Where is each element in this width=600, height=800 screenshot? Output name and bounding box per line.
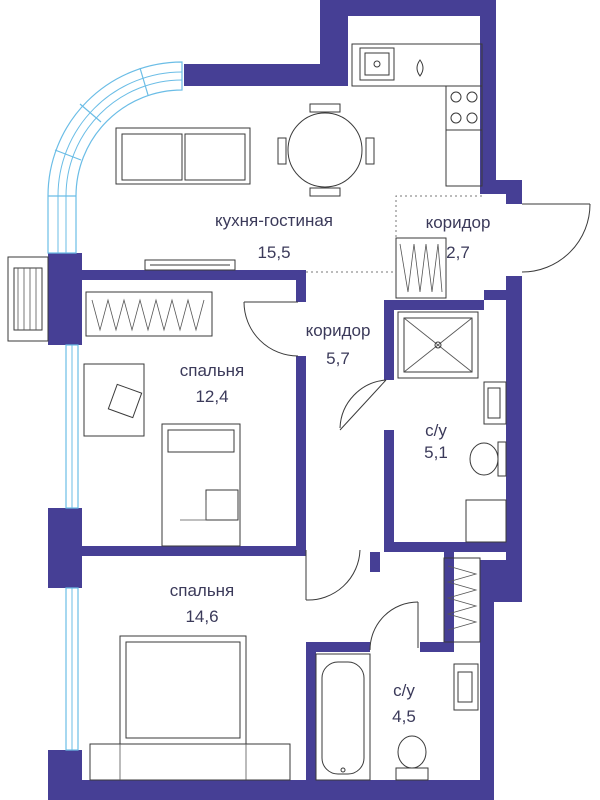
room-name: с/у bbox=[393, 681, 415, 700]
room-label-corridor-top: коридор 2,7 bbox=[426, 213, 491, 262]
doors bbox=[243, 203, 591, 651]
room-name: коридор bbox=[306, 321, 371, 340]
room-area: 14,6 bbox=[185, 607, 218, 626]
curved-window bbox=[47, 61, 183, 254]
room-area: 5,1 bbox=[424, 443, 448, 462]
kitchen-counter bbox=[351, 43, 483, 187]
room-label-bedroom-1: спальня 12,4 bbox=[180, 361, 245, 406]
room-label-kitchen-living: кухня-гостиная 15,5 bbox=[215, 211, 333, 262]
sofa bbox=[115, 127, 251, 185]
wardrobe-bath2 bbox=[443, 557, 481, 643]
room-name: спальня bbox=[180, 361, 245, 380]
room-name: коридор bbox=[426, 213, 491, 232]
wardrobe-bedroom1 bbox=[85, 291, 213, 337]
bed-2 bbox=[89, 635, 291, 781]
sink-2 bbox=[453, 663, 479, 711]
room-label-bathroom-1: с/у 5,1 bbox=[424, 421, 448, 462]
room-area: 5,7 bbox=[326, 349, 350, 368]
ac-unit bbox=[7, 256, 49, 342]
room-label-corridor-mid: коридор 5,7 bbox=[306, 321, 371, 368]
tv bbox=[144, 259, 236, 271]
sink-1 bbox=[483, 381, 507, 425]
wardrobe-corridor bbox=[395, 237, 447, 299]
left-windows bbox=[65, 344, 79, 751]
room-area: 4,5 bbox=[392, 707, 416, 726]
bed-1 bbox=[161, 423, 241, 547]
room-area: 15,5 bbox=[257, 243, 290, 262]
toilet-2 bbox=[395, 735, 429, 781]
dining-table bbox=[277, 103, 375, 197]
toilet-1 bbox=[469, 441, 507, 477]
room-name: с/у bbox=[425, 421, 447, 440]
room-label-bathroom-2: с/у 4,5 bbox=[392, 681, 416, 726]
washer bbox=[465, 499, 507, 543]
desk bbox=[83, 363, 145, 437]
walls bbox=[48, 0, 522, 800]
shower bbox=[397, 311, 479, 379]
room-area: 2,7 bbox=[446, 243, 470, 262]
bathtub bbox=[315, 653, 371, 781]
room-label-bedroom-2: спальня 14,6 bbox=[170, 581, 235, 626]
room-name: кухня-гостиная bbox=[215, 211, 333, 230]
room-area: 12,4 bbox=[195, 387, 228, 406]
room-name: спальня bbox=[170, 581, 235, 600]
